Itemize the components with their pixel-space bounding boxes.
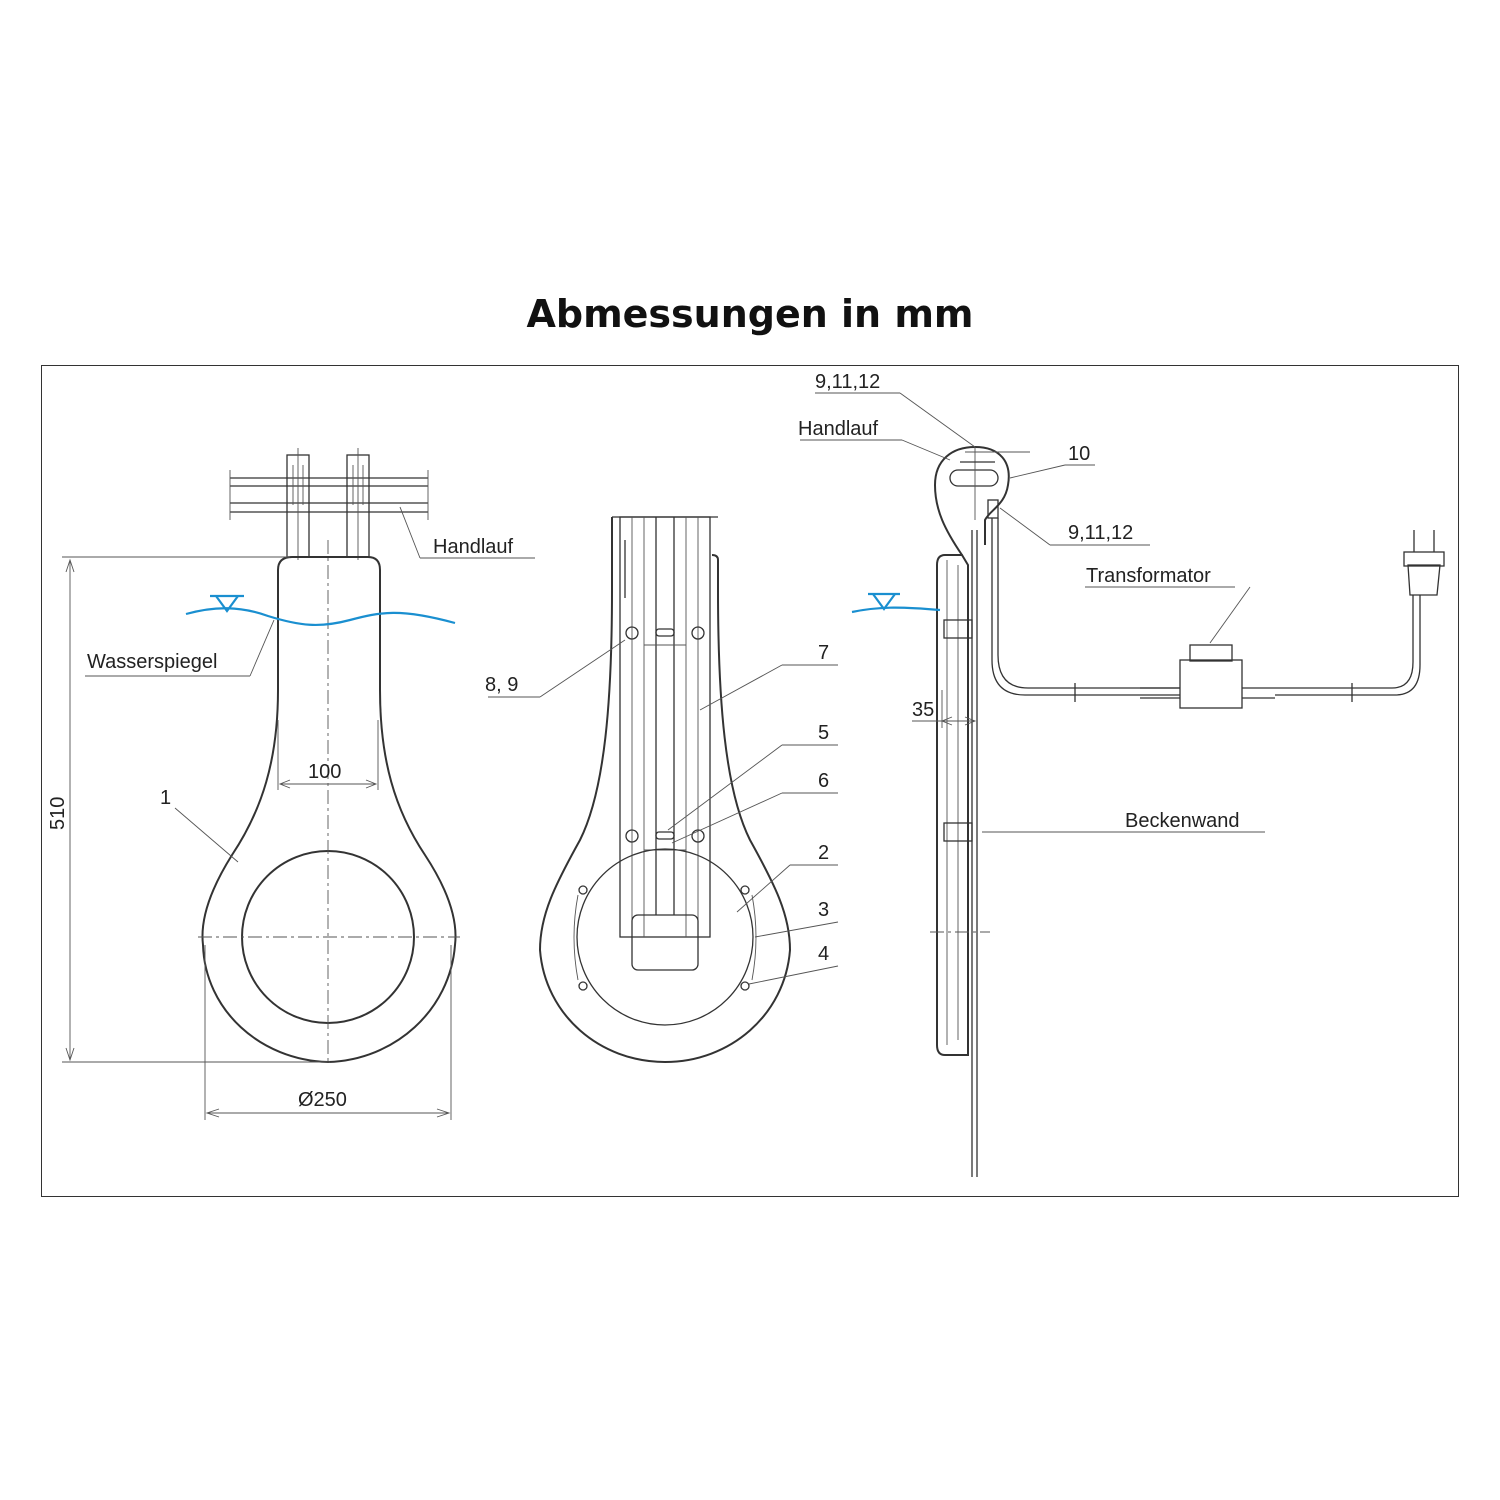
handrail-label: Handlauf (433, 536, 514, 558)
part-label-7: 7 (818, 642, 829, 664)
water-level-label: Wasserspiegel (87, 651, 217, 673)
view-front: Wasserspiegel Handlauf 510 100 (47, 448, 535, 1120)
rear-body-outline (538, 517, 792, 1064)
page-title: Abmessungen in mm (526, 292, 974, 336)
dimension-inner-width (277, 720, 379, 790)
transformer-label: Transformator (1086, 565, 1211, 587)
part-label-8-9: 8, 9 (485, 674, 518, 696)
dimension-diameter (204, 945, 452, 1120)
label-9-11-12-mid: 9,11,12 (1068, 522, 1133, 544)
drawing-frame (41, 365, 1459, 1197)
part-label-2: 2 (818, 842, 829, 864)
dimension-inner-width-label: 100 (308, 761, 341, 783)
mains-plug (1403, 530, 1445, 596)
part-label-3: 3 (818, 899, 829, 921)
rear-rails (619, 516, 711, 971)
part-label-1: 1 (160, 787, 171, 809)
dimension-diameter-label: Ø250 (298, 1089, 347, 1111)
cable-to-plug (1275, 595, 1421, 696)
lamp-body-outline (201, 556, 457, 1064)
transformer-box (1140, 644, 1275, 709)
label-9-11-12-top: 9,11,12 (815, 371, 880, 393)
side-water-level-symbol (868, 592, 900, 611)
dimension-height (62, 556, 330, 1063)
rear-lens-circle (576, 848, 754, 1026)
view-side: 35 Handlauf 9,11,12 10 9,11,12 Transform… (798, 371, 1445, 1177)
part-label-4: 4 (818, 943, 829, 965)
water-level-symbol (210, 594, 244, 613)
part-label-5: 5 (818, 722, 829, 744)
dimension-offset (912, 690, 977, 728)
view-rear: 8, 9 7 5 6 2 3 4 (485, 516, 839, 1064)
dimension-offset-label: 35 (912, 699, 934, 721)
side-handrail-label: Handlauf (798, 418, 879, 440)
pool-wall-label: Beckenwand (1125, 810, 1240, 832)
part-label-6: 6 (818, 770, 829, 792)
rear-screws (578, 626, 750, 991)
side-water-surface (851, 606, 941, 614)
handrail-bars (229, 470, 429, 520)
cable-to-transformer (991, 518, 1180, 696)
dimension-height-label: 510 (47, 797, 69, 830)
side-lamp-outline (936, 554, 969, 1056)
label-10: 10 (1068, 443, 1090, 465)
